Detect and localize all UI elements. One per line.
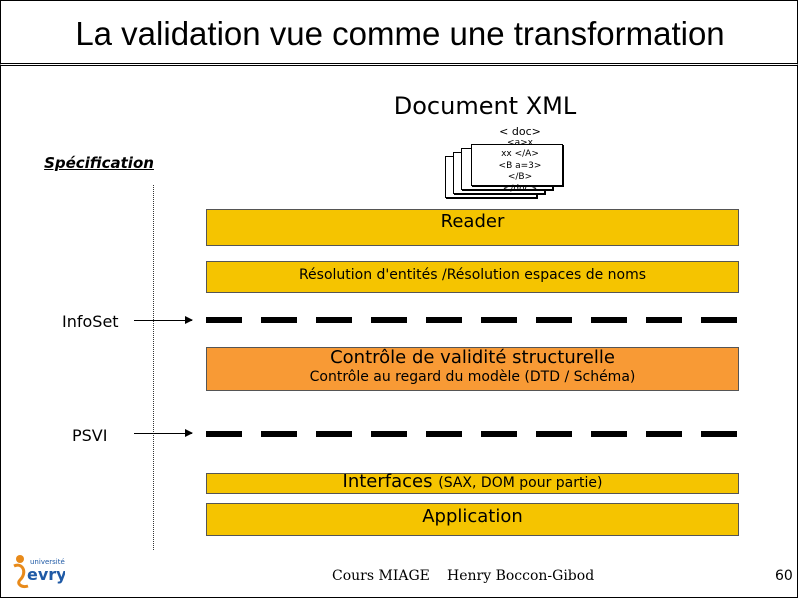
logo-text-evry: evry [27,565,65,584]
psvi-label: PSVI [72,426,108,445]
validation-layer: Contrôle de validité structurelle Contrô… [206,347,739,391]
interfaces-layer: Interfaces (SAX, DOM pour partie) [206,473,739,494]
resolution-layer: Résolution d'entités /Résolution espaces… [206,261,739,293]
logo-head-icon [16,555,24,563]
xml-line: <B a=3> [498,160,542,171]
xml-document-stack-icon [445,126,570,198]
logo-text-universite: université [30,558,65,566]
application-layer: Application [206,503,739,536]
specification-label: Spécification [44,154,154,172]
xml-line: xx </A> [501,149,539,159]
validation-title: Contrôle de validité structurelle [330,347,615,368]
infoset-dashed-line [206,317,741,323]
footer-author: Henry Boccon-Gibod [447,568,595,584]
footer-page-number: 60 [775,568,793,584]
university-logo-icon: université evry [13,555,65,588]
logo-figure-icon [13,563,29,588]
xml-line: < doc> [499,125,541,138]
document-xml-heading: Document XML [393,92,577,120]
psvi-arrow [134,429,193,437]
interfaces-detail: (SAX, DOM pour partie) [438,475,603,491]
title-bar: La validation vue comme une transformati… [0,0,798,66]
infoset-arrow [134,316,193,324]
validation-subtitle: Contrôle au regard du modèle (DTD / Sché… [309,369,636,385]
slide-frame [0,66,798,598]
slide-title: La validation vue comme une transformati… [75,15,725,52]
footer-course: Cours MIAGE [332,568,430,584]
psvi-dashed-line [206,431,741,437]
specification-axis-line [153,185,154,550]
xml-line: </B> [507,172,533,182]
xml-snippet: < doc> <a>x xx </A> <B a=3> </B> </doc> [470,126,570,195]
application-label: Application [422,506,523,527]
xml-line: <a>x [507,137,533,148]
resolution-label: Résolution d'entités /Résolution espaces… [298,267,647,283]
interfaces-title: Interfaces [342,471,433,492]
reader-label: Reader [440,211,505,232]
infoset-label: InfoSet [62,312,119,331]
reader-layer: Reader [206,209,739,246]
xml-line: </doc> [502,183,538,194]
xml-sheet-front [471,144,563,186]
